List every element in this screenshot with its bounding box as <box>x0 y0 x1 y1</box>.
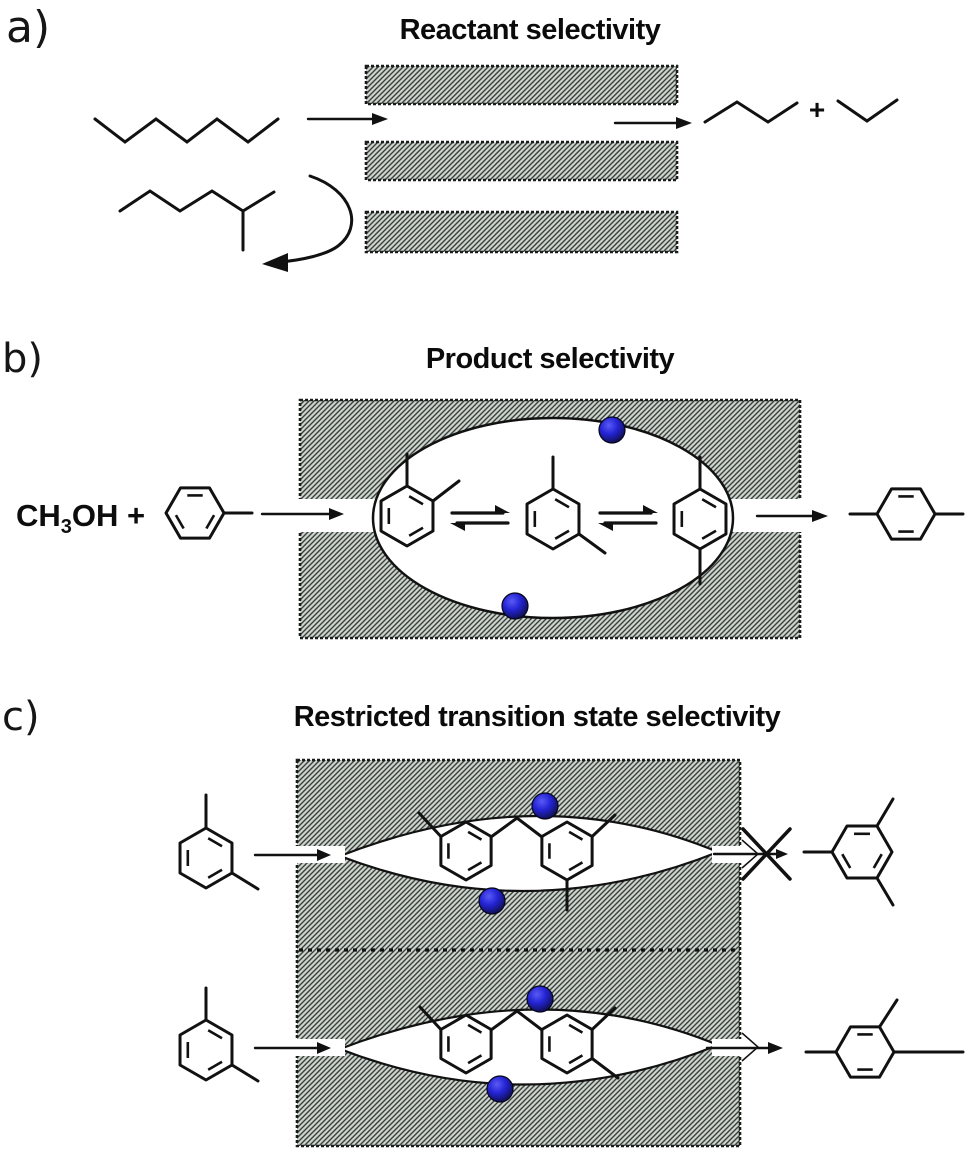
product-arrow-icon <box>613 117 692 129</box>
o-xylene-icon <box>379 452 461 548</box>
cracked-product-v-icon <box>836 98 899 123</box>
panel-c-title: Restricted transition state selectivity <box>293 701 781 733</box>
feed-arrow-icon <box>253 849 331 861</box>
product-arrow-icon <box>705 1042 783 1054</box>
pore-wall-bar-top-icon <box>364 64 679 106</box>
ch2-bridge-icon <box>489 1009 544 1032</box>
panel-a-title: Reactant selectivity <box>399 14 661 46</box>
pore-wall-bar-bottom-icon <box>364 210 679 254</box>
linear-alkane-icon <box>93 117 280 144</box>
acid-site-blue-sphere-icon <box>598 416 626 444</box>
mesitylene-icon <box>802 797 895 907</box>
m-xylene-feed-icon <box>178 793 260 891</box>
equilibrium-arrow-icon <box>598 505 658 531</box>
tmb-124-product-icon <box>804 998 965 1079</box>
pore-wall-bar-middle-icon <box>364 140 679 182</box>
feed-arrow-icon <box>253 1042 331 1054</box>
panel-c-label: c) <box>2 694 40 740</box>
m-xylene-feed-icon <box>178 986 260 1083</box>
ch2-bridge-icon <box>489 816 544 839</box>
methanol-reagent-label: CH3OH + <box>16 498 146 539</box>
plus-sign: + <box>808 94 826 125</box>
panel-b-label: b) <box>2 336 43 382</box>
acid-site-blue-sphere-icon <box>526 985 554 1013</box>
cracked-product-zigzag-icon <box>703 100 799 124</box>
product-arrow-icon <box>755 510 828 522</box>
panel-c-graphics <box>178 758 965 1148</box>
acid-site-blue-sphere-icon <box>486 1075 514 1103</box>
rejected-curved-arrow-icon <box>262 174 354 272</box>
p-xylene-icon <box>672 455 728 586</box>
toluene-icon <box>164 486 254 540</box>
ts-ring-icon <box>417 811 493 882</box>
acid-site-blue-sphere-icon <box>531 792 559 820</box>
acid-site-blue-sphere-icon <box>478 887 506 915</box>
m-xylene-icon <box>525 455 607 555</box>
ts-ring-icon <box>540 813 617 912</box>
cage-ellipse-icon <box>371 416 735 620</box>
ts-ring-icon <box>540 1006 620 1080</box>
panel-a-graphics <box>93 64 899 272</box>
feed-arrow-icon <box>260 508 344 520</box>
blocked-cross-icon <box>741 827 792 881</box>
equilibrium-arrow-icon <box>450 505 510 531</box>
panel-a-label: a) <box>6 2 51 53</box>
acid-site-blue-sphere-icon <box>501 592 529 620</box>
ts-ring-icon <box>418 1005 493 1075</box>
feed-arrow-icon <box>306 113 388 125</box>
p-xylene-product-icon <box>848 487 965 541</box>
branched-alkane-icon <box>118 189 276 252</box>
panel-b-graphics <box>164 398 965 640</box>
panel-b-title: Product selectivity <box>425 343 675 375</box>
